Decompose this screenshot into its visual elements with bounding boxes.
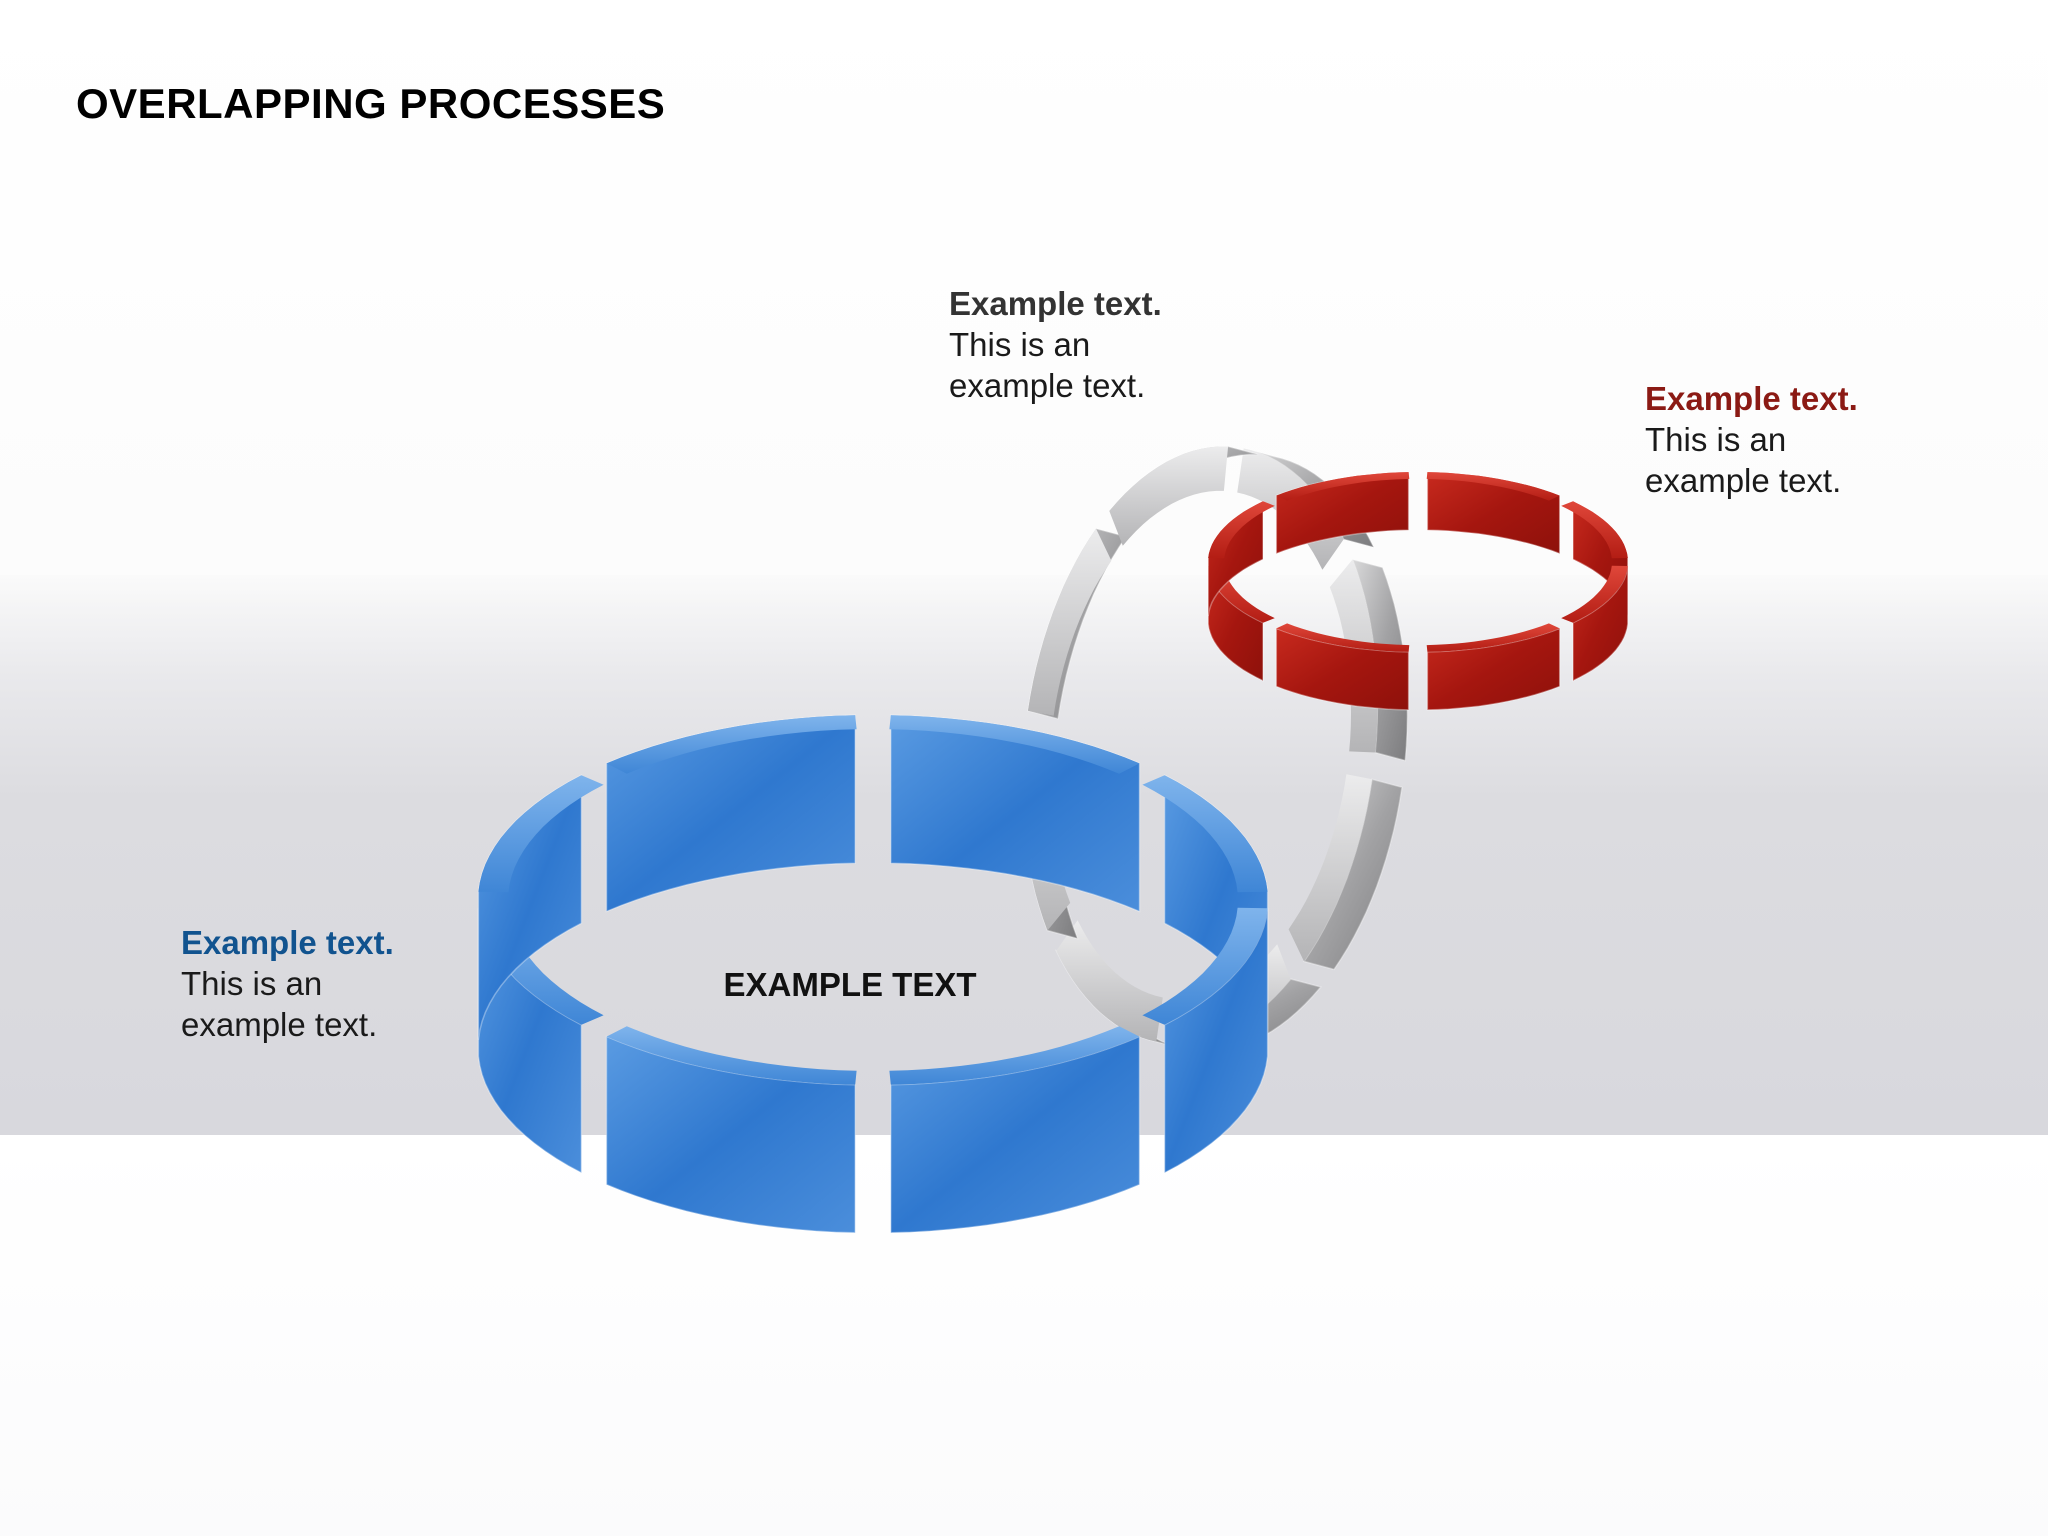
blue-ring-segment-rim bbox=[1142, 775, 1268, 893]
blue-ring-label-line-1: This is an bbox=[181, 965, 323, 1002]
red-ring-segment-rim bbox=[1208, 501, 1275, 559]
gray-ring-label-line-2: example text. bbox=[949, 367, 1146, 404]
red-ring-segment-rim bbox=[1561, 501, 1628, 559]
red-ring-segment-rim bbox=[1276, 472, 1410, 501]
red-ring-segment-rim bbox=[1561, 565, 1628, 623]
blue-ring-segment-rim bbox=[1142, 907, 1268, 1025]
blue-ring-label-heading: Example text. bbox=[181, 924, 394, 961]
blue-ring-segment-rim bbox=[606, 715, 857, 774]
red-ring-label-heading: Example text. bbox=[1645, 380, 1858, 417]
red-ring-label-line-2: example text. bbox=[1645, 462, 1842, 499]
red-ring-segment-rim bbox=[1276, 623, 1410, 652]
blue-ring-label-line-2: example text. bbox=[181, 1006, 378, 1043]
red-ring-segment-rim bbox=[1426, 623, 1560, 652]
blue-ring-label: Example text. This is an example text. bbox=[181, 922, 394, 1045]
gray-ring-segment-rim bbox=[1109, 446, 1229, 546]
page-title: OVERLAPPING PROCESSES bbox=[76, 80, 666, 127]
red-ring-label-line-1: This is an bbox=[1645, 421, 1787, 458]
blue-ring-segment-rim bbox=[889, 715, 1140, 774]
background-top bbox=[0, 0, 2048, 575]
blue-ring-segment bbox=[890, 714, 1141, 913]
gray-ring-segment-rim bbox=[1056, 920, 1163, 1042]
gray-ring-label-heading: Example text. bbox=[949, 285, 1162, 322]
gray-ring-segment-rim bbox=[1028, 528, 1112, 716]
gray-ring-label-line-1: This is an bbox=[949, 326, 1091, 363]
red-ring-segment-rim bbox=[1426, 472, 1560, 501]
gray-ring-segment-rim bbox=[1288, 774, 1372, 962]
blue-ring-segment bbox=[605, 714, 856, 913]
center-label: EXAMPLE TEXT bbox=[723, 966, 977, 1003]
blue-ring-segment-rim bbox=[478, 775, 604, 893]
gray-ring-label: Example text. This is an example text. bbox=[949, 283, 1162, 406]
blue-ring-segment-rim bbox=[606, 1026, 857, 1085]
red-ring-label: Example text. This is an example text. bbox=[1645, 378, 1858, 501]
red-ring bbox=[1207, 471, 1629, 711]
blue-ring-segment-rim bbox=[889, 1026, 1140, 1085]
blue-ring bbox=[477, 714, 1269, 1234]
